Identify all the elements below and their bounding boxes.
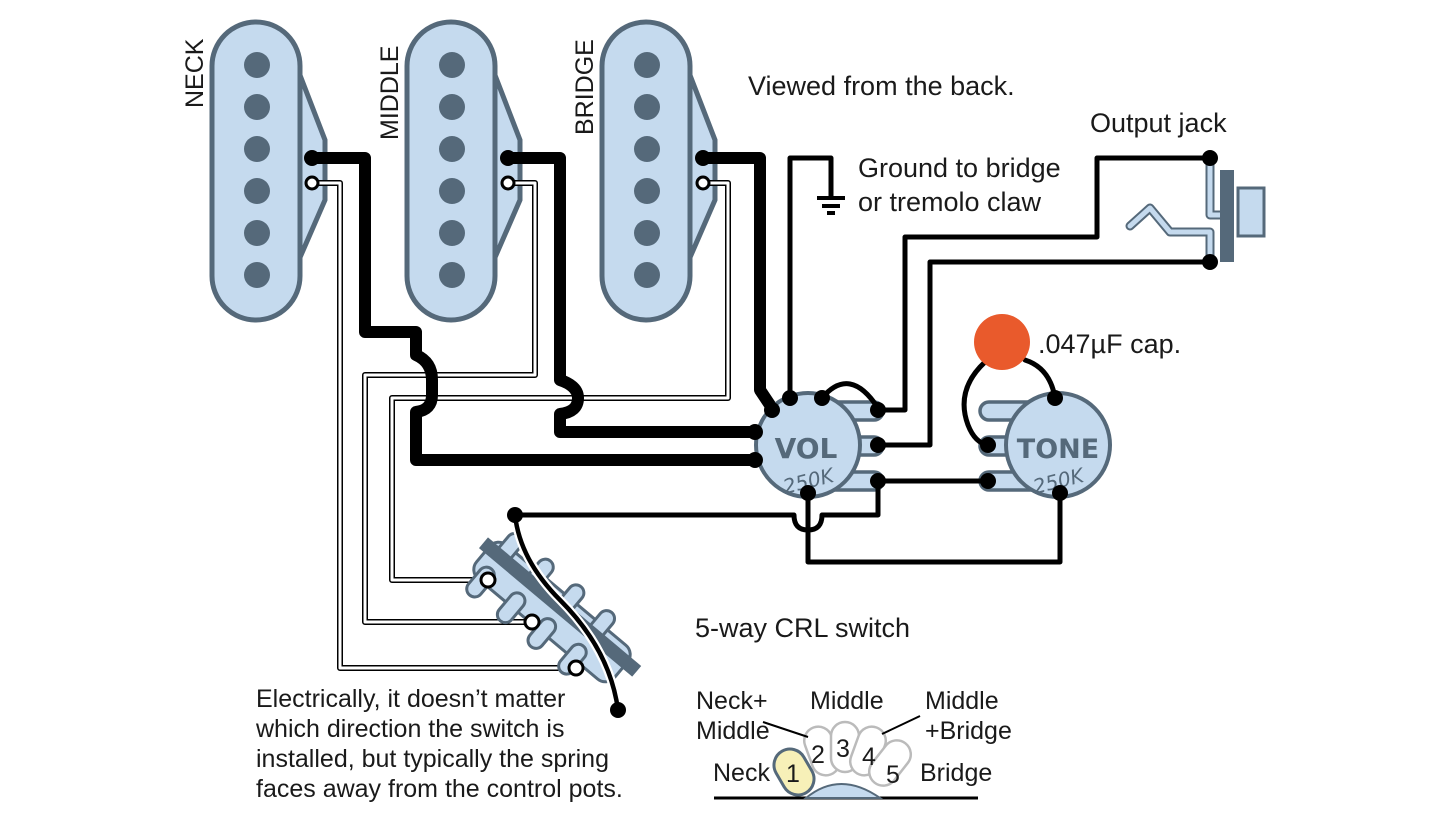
- switch-position-legend: 1 2 3 4 5 Neck Neck+ Middle Middle Middl…: [696, 687, 1012, 800]
- switch-rail: [478, 537, 642, 677]
- legend-number-2: 2: [811, 741, 825, 769]
- vol-ground-solder-4: [747, 452, 763, 468]
- vol-lug1-solder: [870, 402, 886, 418]
- switch-lug-neck-solder: [567, 659, 585, 677]
- switch-jumper-wire: [512, 514, 621, 711]
- tone-lug3-solder: [980, 473, 996, 489]
- ground-wires-thick: [306, 152, 778, 466]
- vol-ground-solder-1: [764, 402, 780, 418]
- five-way-switch: [465, 531, 642, 684]
- ground-label-line1: Ground to bridge: [858, 153, 1061, 183]
- legend-label-neck: Neck: [713, 759, 770, 787]
- bridge-hot-solder: [695, 175, 711, 191]
- switch-note: Electrically, it doesn’t matter which di…: [255, 685, 623, 803]
- legend-switch-base: [803, 783, 884, 799]
- bridge-ground-solder: [695, 150, 711, 166]
- switch-common-solder: [507, 507, 523, 523]
- pickup-bridge-cover: [599, 19, 693, 323]
- legend-number-4: 4: [862, 743, 876, 771]
- volume-pot: VOL 250K: [754, 391, 885, 499]
- legend-lever-5: [867, 739, 913, 787]
- switch-note-line4: faces away from the control pots.: [256, 775, 623, 803]
- capacitor-label: .047µF cap.: [1038, 329, 1181, 359]
- ground-label-line2: or tremolo claw: [858, 187, 1042, 217]
- legend-label-middle-bridge-1: Middle: [925, 687, 999, 715]
- jack-ground-solder: [1202, 150, 1218, 166]
- switch-common-solder-2: [610, 702, 626, 718]
- output-jack-label: Output jack: [1090, 108, 1227, 138]
- vol-ground-solder-2: [782, 390, 798, 406]
- switch-lug-middle-solder: [523, 613, 541, 631]
- neck-ground-solder: [304, 150, 320, 166]
- jack-tip-lug: [1127, 205, 1213, 265]
- switch-title: 5-way CRL switch: [695, 613, 910, 643]
- pickup-bridge-poles: [634, 52, 660, 288]
- pickup-middle: [404, 19, 523, 323]
- pickup-neck-cover: [209, 19, 303, 323]
- vol-pot-label: VOL: [775, 432, 838, 465]
- legend-label-neck-middle-2: Middle: [696, 717, 770, 745]
- tone-top-solder: [1047, 390, 1063, 406]
- switch-note-line3: installed, but typically the spring: [256, 745, 609, 773]
- switch-note-line1: Electrically, it doesn’t matter: [256, 685, 565, 713]
- switch-lug-bridge-solder: [479, 571, 497, 589]
- jack-tip-solder: [1202, 254, 1218, 270]
- neck-hot-solder: [304, 175, 320, 191]
- jack-nut: [1220, 170, 1234, 262]
- legend-label-bridge: Bridge: [920, 759, 992, 787]
- vol-lug2-solder: [870, 437, 886, 453]
- vol-jumper-solder: [814, 390, 830, 406]
- title-note: Viewed from the back.: [748, 71, 1015, 101]
- legend-pointer-2: [762, 721, 809, 738]
- middle-ground-solder: [500, 150, 516, 166]
- pickup-middle-poles: [439, 52, 465, 288]
- vol-back-solder: [800, 485, 816, 501]
- legend-label-neck-middle-1: Neck+: [696, 687, 768, 715]
- legend-number-5: 5: [886, 761, 900, 789]
- legend-label-middle: Middle: [810, 687, 884, 715]
- legend-label-middle-bridge-2: +Bridge: [925, 717, 1012, 745]
- pickup-label-bridge: BRIDGE: [571, 39, 599, 135]
- output-jack: [872, 150, 1266, 448]
- ground-wire: [787, 155, 845, 401]
- vol-jumper-wire: [819, 381, 881, 411]
- legend-number-3: 3: [836, 735, 850, 763]
- capacitor-icon: [974, 314, 1030, 370]
- legend-number-1: 1: [786, 760, 800, 788]
- legend-pointer-4: [881, 715, 921, 735]
- pickup-bridge: [599, 19, 718, 323]
- switch-note-line2: which direction the switch is: [255, 715, 564, 743]
- pickup-label-neck: NECK: [181, 38, 209, 108]
- tone-back-solder: [1052, 485, 1068, 501]
- pickup-neck-poles: [244, 52, 270, 288]
- jack-sleeve: [1236, 186, 1266, 238]
- tone-lug2-solder: [980, 437, 996, 453]
- cap-lead-1: [961, 359, 991, 448]
- tone-pot: TONE 250K: [978, 391, 1112, 499]
- pickup-label-middle: MIDDLE: [376, 46, 404, 140]
- pickup-neck: [209, 19, 328, 323]
- tone-pot-label: TONE: [1017, 434, 1099, 465]
- pot-ground-wire: [805, 490, 1063, 565]
- vol-ground-solder-3: [747, 424, 763, 440]
- pickup-middle-cover: [404, 19, 498, 323]
- white-wires: [312, 180, 731, 671]
- jack-ground-lug: [1207, 160, 1220, 218]
- legend-lever-1-selected: [772, 747, 816, 797]
- middle-hot-solder: [500, 175, 516, 191]
